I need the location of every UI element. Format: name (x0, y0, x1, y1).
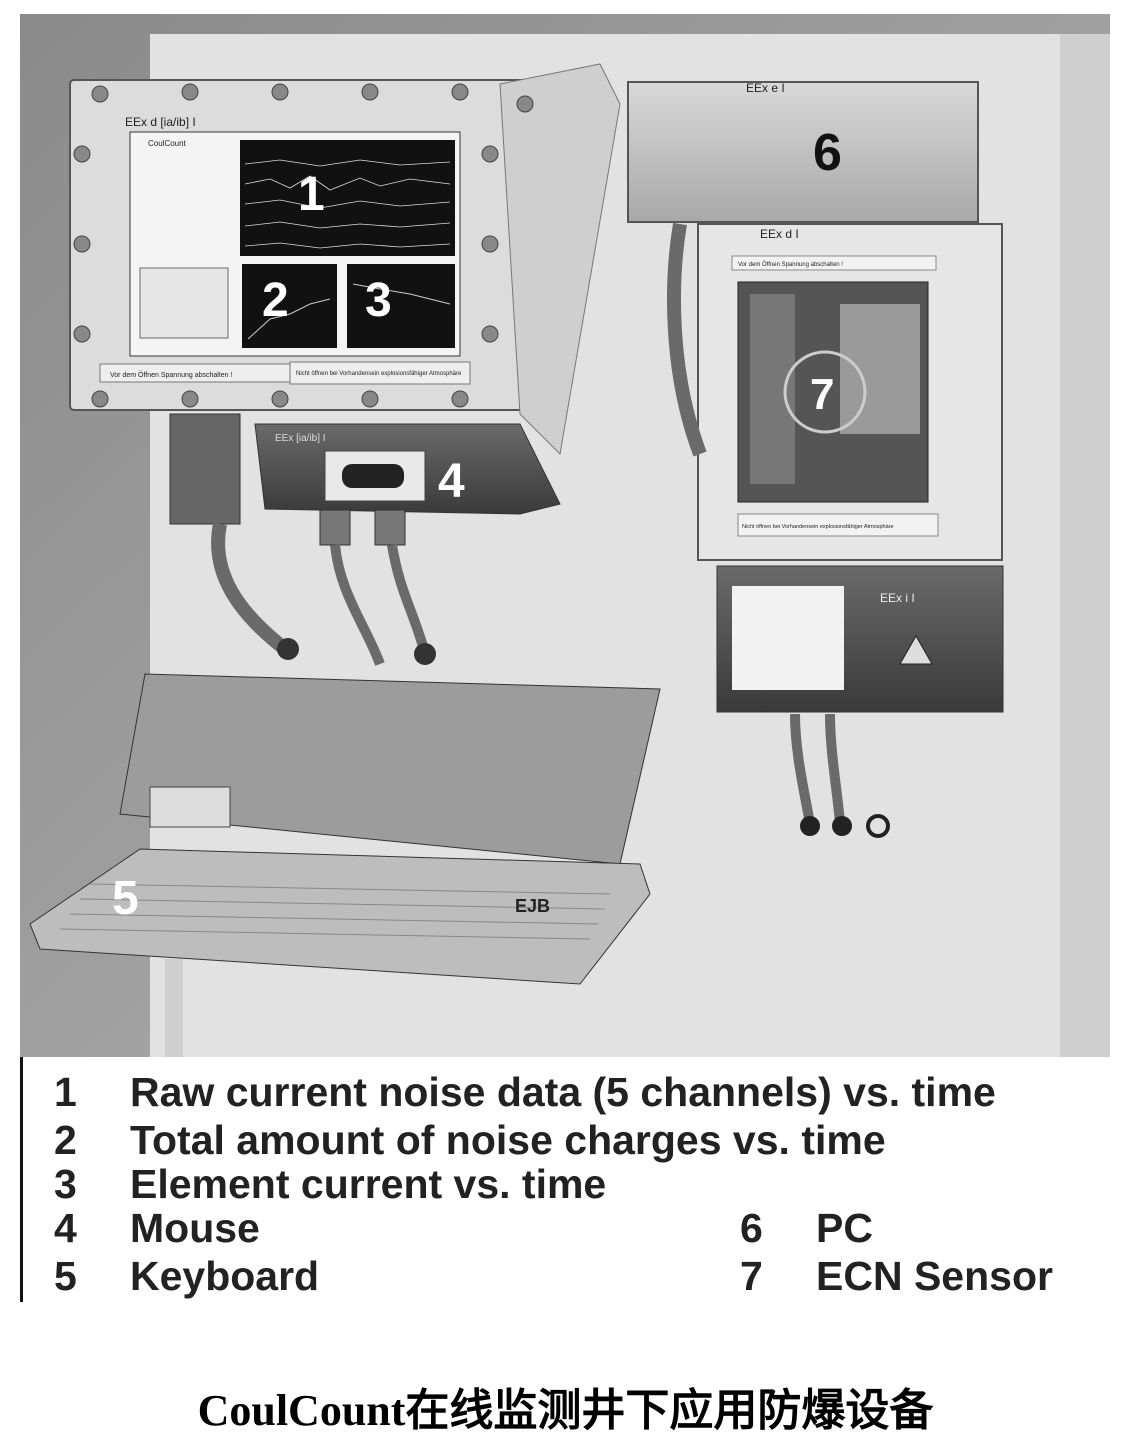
legend-item-2: 2 Total amount of noise charges vs. time (54, 1116, 1114, 1164)
legend-item-5: 5 Keyboard (54, 1252, 654, 1300)
legend-number: 6 (740, 1205, 763, 1251)
keypad-label: EEx [ia/ib] I (275, 433, 326, 444)
number-2: 2 (262, 274, 289, 327)
barrier-box: EEx i I (716, 565, 1004, 838)
monitor-enclosure: EEx d [ia/ib] I CoulCount Vor dem Öffnen… (69, 63, 621, 456)
app-title: CoulCount (148, 139, 187, 148)
legend-text: Raw current noise data (5 channels) vs. … (130, 1069, 996, 1115)
barrier-label: EEx i I (880, 591, 915, 605)
legend-number: 5 (54, 1253, 77, 1299)
figure-caption: CoulCount在线监测井下应用防爆设备 (197, 1386, 934, 1435)
sensor-warning-top: Vor dem Öffnen Spannung abschalten ! (738, 261, 843, 268)
legend-number: 1 (54, 1069, 77, 1115)
legend-text: Total amount of noise charges vs. time (130, 1117, 886, 1163)
legend-number: 2 (54, 1117, 77, 1163)
legend-item-1: 1 Raw current noise data (5 channels) vs… (54, 1068, 1114, 1116)
legend-number: 3 (54, 1161, 77, 1207)
legend-item-3: 3 Element current vs. time (54, 1160, 1114, 1208)
warning-right: Nicht öffnen bei Vorhandensein explosion… (296, 371, 462, 377)
legend-text: Mouse (130, 1205, 260, 1251)
legend-number: 4 (54, 1205, 77, 1251)
warning-left: Vor dem Öffnen Spannung abschalten ! (110, 371, 233, 379)
number-6: 6 (813, 124, 842, 182)
enclosure-label: EEx d [ia/ib] I (125, 115, 196, 129)
legend-text: ECN Sensor (816, 1253, 1053, 1299)
sensor-box: EEx d I Vor dem Öffnen Spannung abschalt… (667, 222, 1003, 561)
number-7: 7 (810, 370, 834, 419)
pc-label: EEx e I (746, 81, 785, 95)
sensor-label: EEx d I (760, 227, 799, 241)
legend-number: 7 (740, 1253, 763, 1299)
number-4: 4 (438, 455, 465, 508)
legend-text: Element current vs. time (130, 1161, 607, 1207)
legend-item-6: 6 PC (740, 1204, 1120, 1252)
legend-item-7: 7 ECN Sensor (740, 1252, 1120, 1300)
legend-text: Keyboard (130, 1253, 320, 1299)
cable-gland-left (169, 413, 299, 660)
legend-border (20, 1057, 23, 1302)
sensor-warning-bottom: Nicht öffnen bei Vorhandensein explosion… (742, 524, 894, 530)
legend-text: PC (816, 1205, 873, 1251)
keyboard-unit: EJB 5 (29, 673, 661, 1057)
pc-box: EEx e I 6 (627, 81, 979, 223)
equipment-photo: EEx d [ia/ib] I CoulCount Vor dem Öffnen… (20, 14, 1110, 1057)
legend-item-4: 4 Mouse (54, 1204, 654, 1252)
mouse-enclosure: EEx [ia/ib] I 4 (254, 423, 561, 666)
number-1: 1 (298, 168, 325, 221)
keyboard-brand: EJB (515, 896, 550, 916)
number-3: 3 (365, 274, 392, 327)
number-5: 5 (112, 872, 139, 925)
panel-board-right (1060, 34, 1110, 1057)
